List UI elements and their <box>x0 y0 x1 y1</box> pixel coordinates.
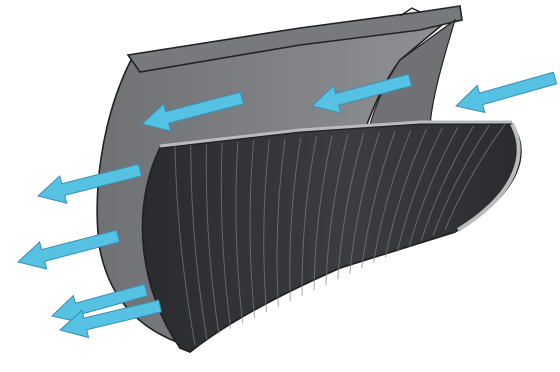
airflow-arrow-icon <box>456 72 557 112</box>
tube-outer-shell <box>143 124 521 352</box>
